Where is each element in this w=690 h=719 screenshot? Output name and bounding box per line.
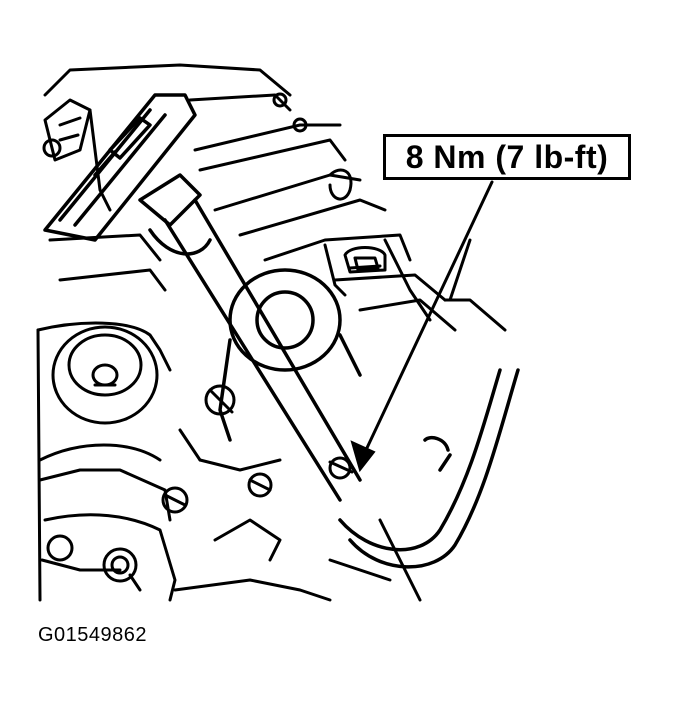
right-pipes xyxy=(338,368,520,569)
upper-engine-contours xyxy=(43,63,507,332)
arrow-pointer-icon xyxy=(350,440,376,473)
fasteners xyxy=(46,92,354,592)
round-cap xyxy=(51,325,159,425)
lower-engine-contours xyxy=(173,428,422,602)
torque-callout-box: 8 Nm (7 lb-ft) xyxy=(383,134,631,180)
torque-label: 8 Nm (7 lb-ft) xyxy=(405,138,609,175)
figure-id: G01549862 xyxy=(38,624,148,646)
top-left-bracket xyxy=(42,98,112,212)
bracket-eye xyxy=(218,268,362,442)
fuel-rail-bar xyxy=(43,93,197,242)
fuel-pipe xyxy=(138,173,362,502)
left-engine-contours xyxy=(36,233,177,602)
leader-line xyxy=(364,180,494,452)
